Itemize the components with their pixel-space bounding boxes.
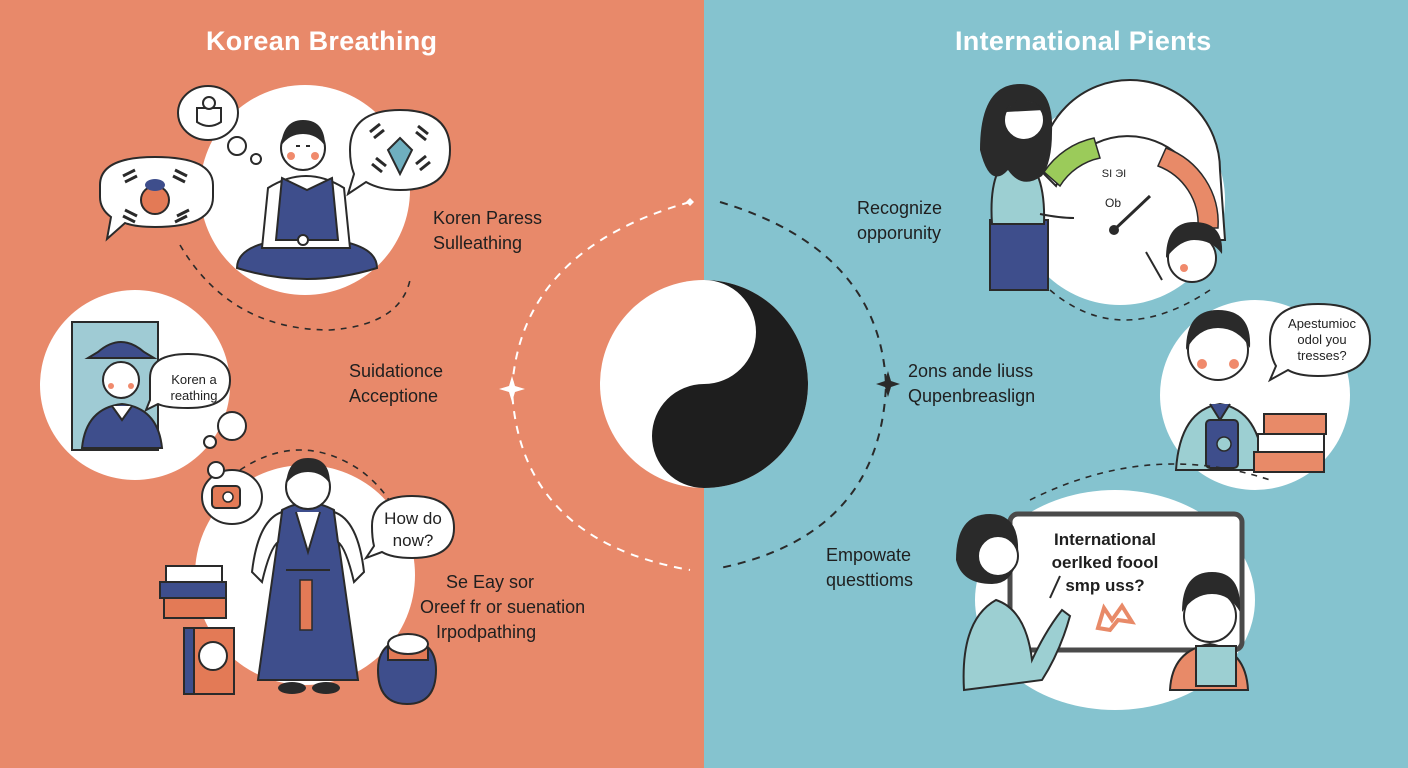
left-label-top: Koren Paress Sulleathing [433,206,542,256]
right-label-top-line-2: opporunity [857,223,942,243]
student-speech-bubble [1267,302,1372,383]
gauge-label-bottom: Ob [1104,196,1121,210]
books-stack [159,565,235,695]
right-label-bottom: Empowate questtioms [826,543,913,593]
student-bubble-line-2: odol you [1297,332,1347,347]
question-bubble-text: How do now? [376,508,450,552]
right-label-bottom-line-1: Empowate [826,545,912,565]
left-label-bottom-line-1: Se Eay sor [446,572,535,592]
yin-yang-icon [600,280,808,488]
teacher-woman [980,84,1075,291]
left-label-middle-line-2: Acceptione [349,386,439,406]
right-title: International Pients [955,26,1212,56]
right-dashed-arc [719,201,888,569]
right-label-middle-line-2: Qupenbreaslign [908,386,1036,406]
portrait-speech-bubble [144,352,232,413]
portrait-bubble-line-1: Koren a [171,372,217,387]
scholar-person [80,341,164,449]
right-label-middle-line-1: 2ons ande liuss [908,361,1034,381]
whiteboard-line-3: smp uss? [1065,576,1145,595]
right-label-top-line-1: Recognize [857,198,943,218]
left-title: Korean Breathing [206,26,438,56]
left-label-top-line-1: Koren Paress [433,208,543,228]
teacher-pointing [956,514,1072,692]
taegeuk-flag-icon [369,122,431,177]
gauge-icon [1038,79,1227,241]
whiteboard-line-1: International [1053,530,1156,549]
left-label-bottom-line-2: Oreef fr or suenation [420,597,586,617]
hanbok-person [250,458,366,694]
left-label-top-line-2: Sulleathing [433,233,523,253]
gauge-label-top: SI ЭI [1101,168,1127,180]
right-label-middle: 2ons ande liuss Qupenbreaslign [908,359,1035,409]
whiteboard-line-2: oerlked foool [1051,553,1159,572]
books-stack-right [1253,413,1327,473]
meditating-person [235,120,379,280]
girl-with-book [1168,572,1250,691]
whiteboard-text: International oerlked foool smp uss? [1030,528,1180,597]
student-bubble-line-3: tresses? [1297,348,1347,363]
jar-icon [376,633,438,706]
mug-icon [196,96,222,127]
boy-at-gauge [1145,222,1223,283]
sparkle-icon-right [876,371,900,397]
question-bubble-line-2: now? [392,531,434,550]
left-label-bottom: Se Eay sor Oreef fr or suenation Irpodpa… [420,570,585,645]
portrait-bubble-line-2: reathing [170,388,218,403]
student-bubble-text: Apestumioc odol you tresses? [1276,316,1368,364]
student-person [1174,310,1266,471]
left-label-bottom-line-3: Irpodpathing [436,622,537,642]
right-label-top: Recognize opporunity [857,196,942,246]
sparkle-icon [499,376,525,402]
portrait-bubble-text: Koren a reathing [160,372,228,404]
left-label-middle-line-1: Suidationce [349,361,444,381]
right-label-bottom-line-2: questtioms [826,570,914,590]
question-bubble-line-1: How do [384,509,442,528]
scribble-icon [1095,602,1136,633]
question-speech-bubble [363,494,456,561]
left-label-middle: Suidationce Acceptione [349,359,443,409]
speaker-icon [211,485,241,509]
student-bubble-line-1: Apestumioc [1288,316,1356,331]
taegeuk-flag-icon [122,168,190,224]
